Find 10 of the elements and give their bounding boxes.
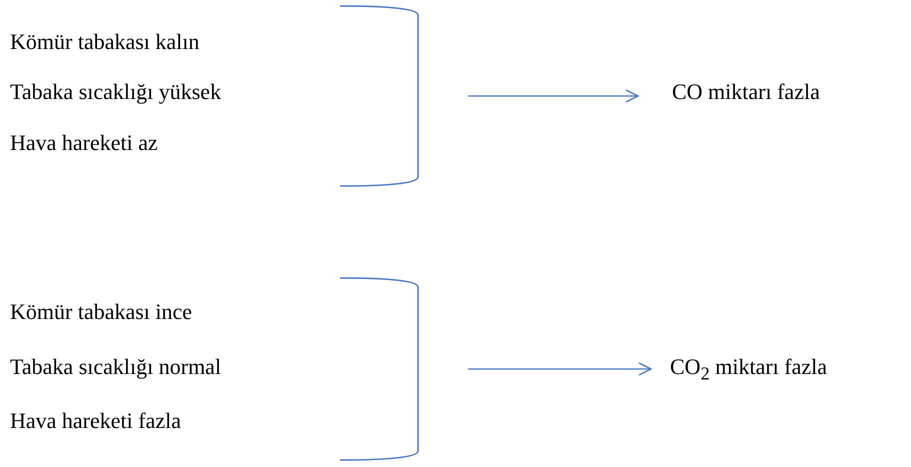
arrow: [468, 89, 639, 103]
condition-text: Kömür tabakası ince: [10, 299, 192, 325]
arrow: [468, 362, 652, 376]
condition-text: Hava hareketi az: [10, 130, 158, 156]
condition-text: Tabaka sıcaklığı yüksek: [10, 79, 222, 105]
result-text: CO$_{2}$ miktarı fazla: [670, 354, 828, 386]
condition-text: Hava hareketi fazla: [10, 408, 181, 434]
condition-text: Kömür tabakası kalın: [10, 29, 200, 55]
condition-text: Tabaka sıcaklığı normal: [10, 354, 222, 380]
result-text: CO miktarı fazla: [672, 79, 820, 105]
